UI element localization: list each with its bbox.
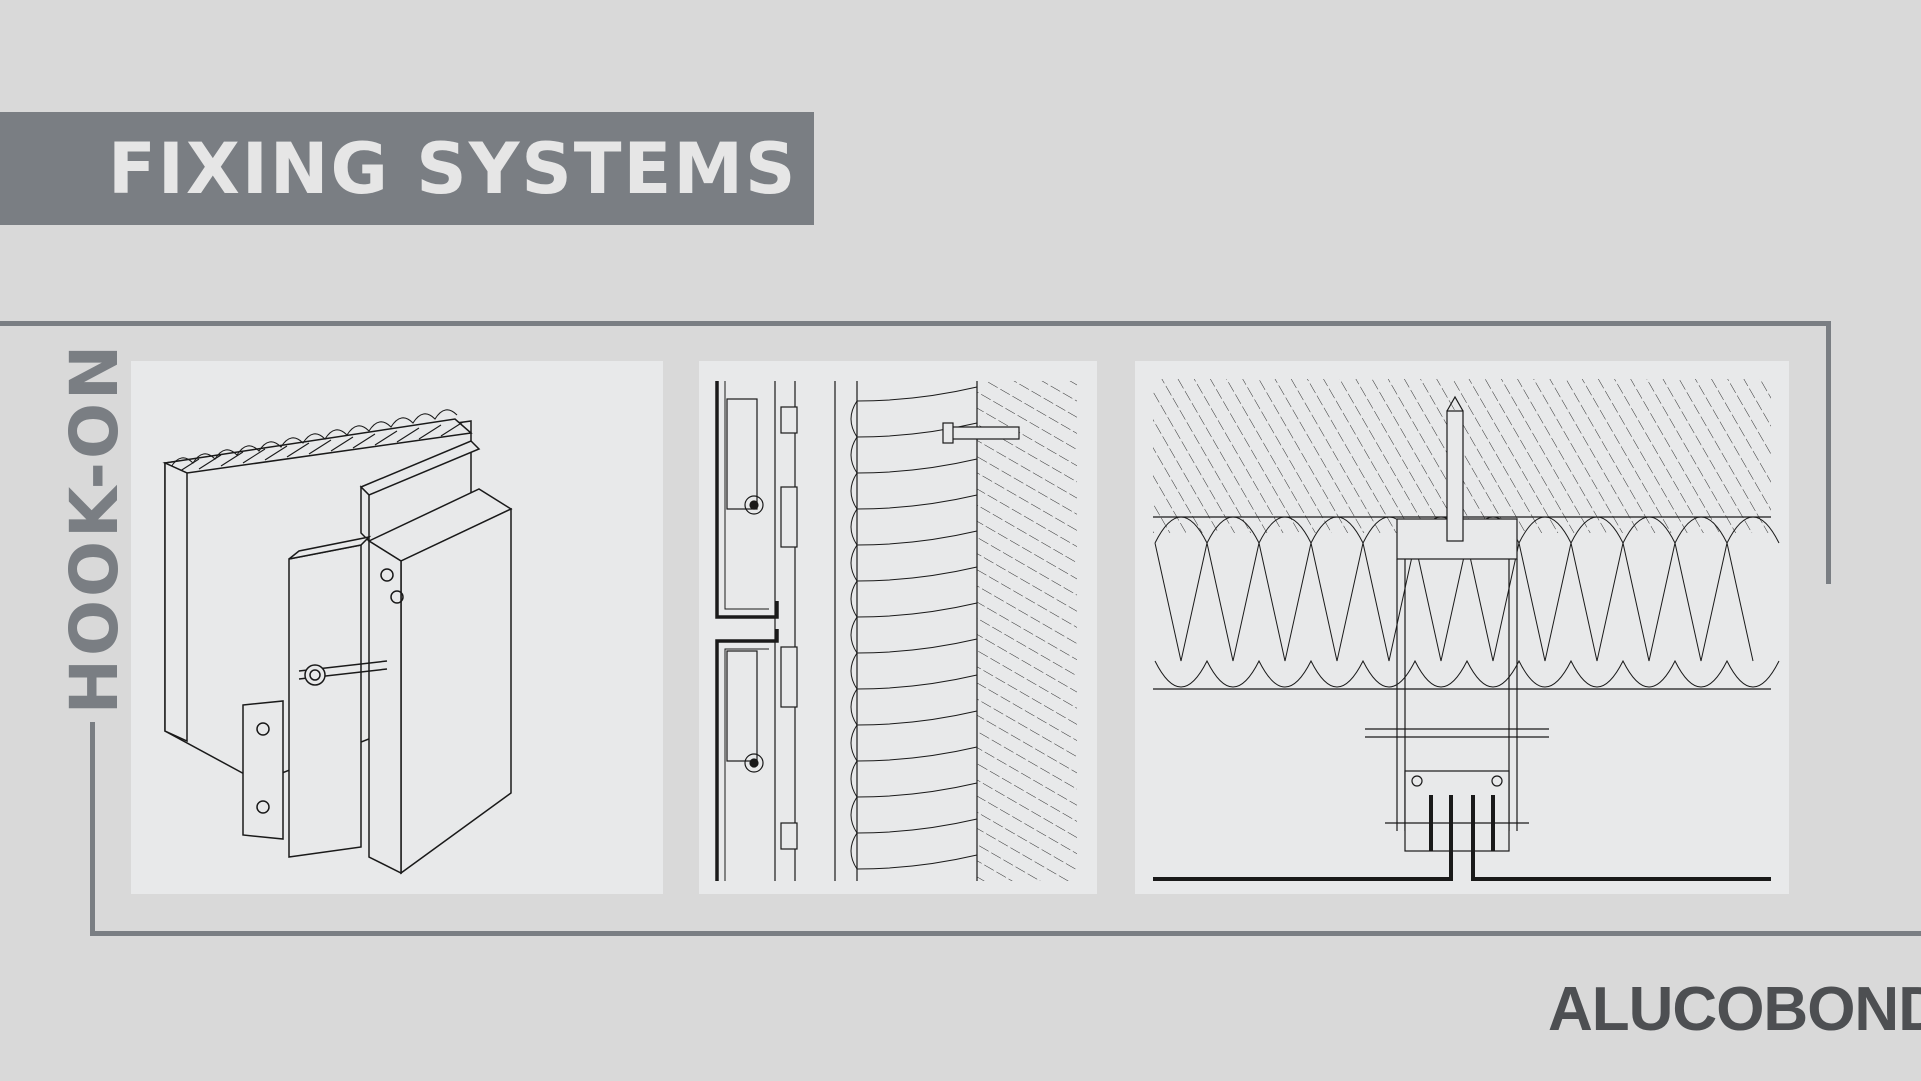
page-title: FIXING SYSTEMS <box>108 128 798 210</box>
frame-bottom-line <box>90 931 1921 936</box>
frame-left-line <box>90 722 95 936</box>
frame-top-line <box>0 321 1831 326</box>
horizontal-section-panel <box>1135 361 1789 894</box>
isometric-view-panel <box>131 361 663 894</box>
section-label: HOOK-ON <box>56 341 133 715</box>
frame-right-line <box>1826 321 1831 584</box>
vertical-section-drawing <box>715 381 1077 881</box>
alucobond-logo: ALUCOBOND® <box>1548 975 1921 1045</box>
brand-name: ALUCOBOND <box>1548 975 1921 1044</box>
title-bar <box>0 112 814 225</box>
horizontal-section-drawing <box>1153 379 1780 881</box>
vertical-section-panel <box>699 361 1097 894</box>
isometric-drawing <box>162 409 513 875</box>
